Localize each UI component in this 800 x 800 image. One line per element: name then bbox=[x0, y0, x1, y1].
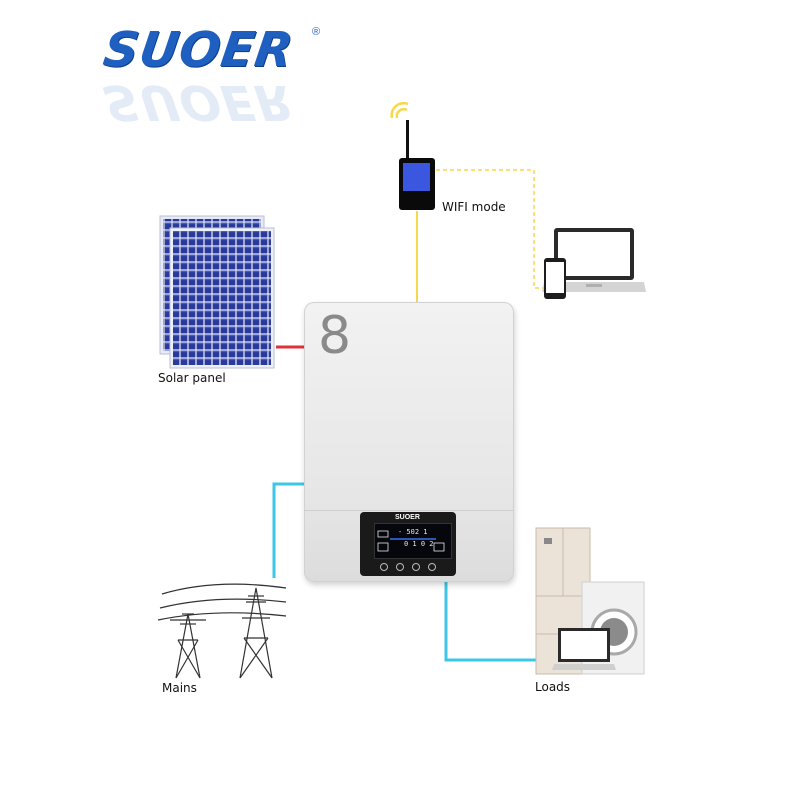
loads-group bbox=[535, 527, 645, 675]
inverter-model-digit: 8 bbox=[318, 306, 352, 366]
laptop-icon bbox=[542, 228, 646, 292]
solar-panel-icon bbox=[159, 215, 275, 369]
panel-button-1[interactable] bbox=[380, 563, 388, 571]
lcd-readout-1: - 502 1 bbox=[398, 528, 428, 536]
lcd-graphics bbox=[377, 530, 445, 552]
loads-link bbox=[444, 582, 536, 662]
wifi-devices-link bbox=[436, 169, 546, 289]
panel-button-2[interactable] bbox=[396, 563, 404, 571]
registered-mark: ® bbox=[312, 26, 321, 38]
smartphone-icon bbox=[544, 258, 566, 299]
inverter-lcd bbox=[374, 523, 452, 559]
mains-link bbox=[272, 482, 304, 578]
panel-button-4[interactable] bbox=[428, 563, 436, 571]
wifi-signal-icon bbox=[390, 101, 409, 119]
inverter-seam bbox=[304, 510, 514, 511]
lcd-readout-2: 0 1 0 2 bbox=[404, 540, 434, 548]
wifi-antenna bbox=[406, 120, 409, 160]
laptop-small-icon bbox=[552, 628, 616, 670]
wifi-module-screen bbox=[403, 163, 430, 191]
wifi-label: WIFI mode bbox=[442, 200, 506, 214]
power-tower-icon bbox=[157, 583, 287, 679]
solar-panel-label: Solar panel bbox=[158, 371, 226, 385]
loads-label: Loads bbox=[535, 680, 571, 694]
inverter-panel-logo: SUOER bbox=[395, 514, 420, 521]
panel-button-3[interactable] bbox=[412, 563, 420, 571]
mains-label: Mains bbox=[162, 681, 197, 695]
